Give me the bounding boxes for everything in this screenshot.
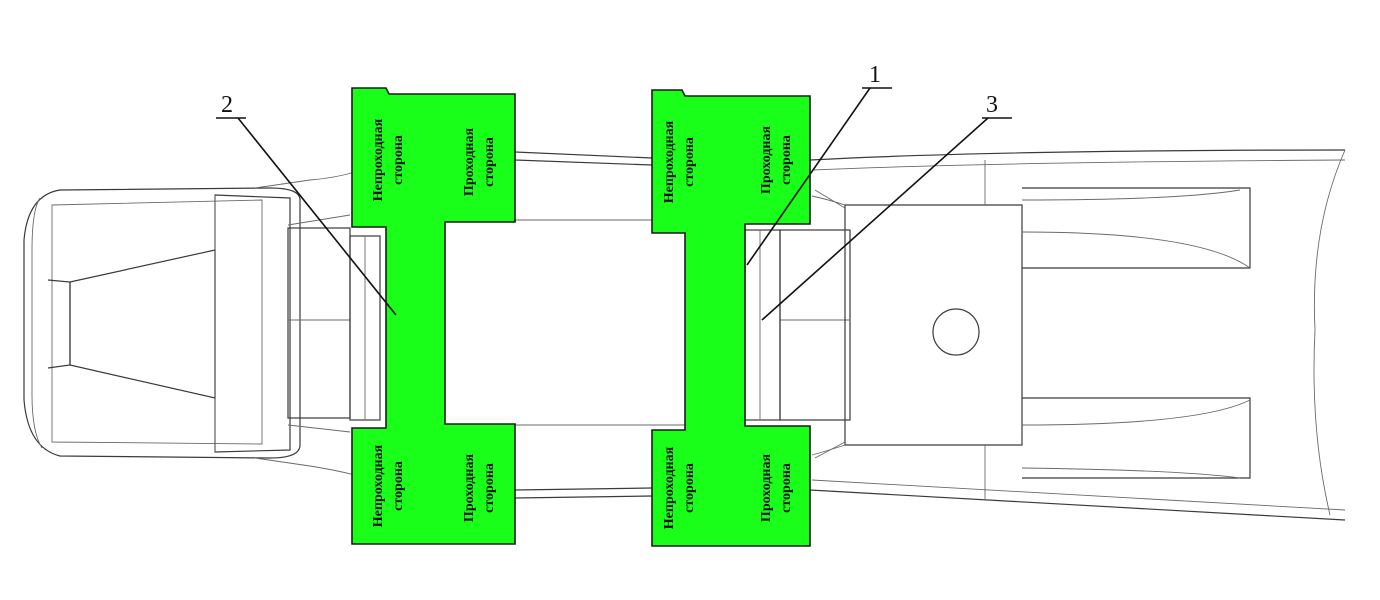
callout-3-leader (761, 117, 989, 321)
right-top-nogo-line1: Непроходная (662, 120, 677, 203)
right-gauge (651, 89, 811, 547)
left-bottom-nogo-line2: сторона (391, 461, 406, 511)
right-top-nogo-line2: сторона (682, 137, 697, 187)
left-bottom-go-line1: Проходная (462, 454, 477, 523)
right-bottom-go-line2: сторона (779, 463, 794, 513)
callout-2-number: 2 (221, 92, 233, 118)
left-top-nogo-line1: Непроходная (371, 118, 386, 201)
right-neck (744, 229, 781, 421)
left-gauge (351, 87, 516, 545)
left-top-nogo-line2: сторона (391, 135, 406, 185)
left-bottom-go-line2: сторона (482, 463, 497, 513)
right-bottom-go-line1: Проходная (759, 454, 774, 523)
left-top-go-line2: сторона (482, 137, 497, 187)
right-top-go-line2: сторона (779, 135, 794, 185)
shank (445, 151, 685, 499)
right-bottom-nogo-line1: Непроходная (662, 446, 677, 529)
callout-3-number: 3 (986, 92, 998, 118)
callout-1-leader (746, 87, 871, 266)
left-bottom-nogo-line1: Непроходная (371, 444, 386, 527)
callout-1: 1 (746, 62, 892, 266)
right-top-go-line1: Проходная (759, 126, 774, 195)
callout-1-number: 1 (869, 62, 881, 88)
right-body (779, 149, 1346, 521)
callout-3: 3 (761, 92, 1012, 321)
callout-2-leader (237, 117, 397, 316)
callout-2: 2 (216, 92, 397, 316)
left-handle (23, 171, 356, 476)
left-top-go-line1: Проходная (462, 128, 477, 197)
left-neck (287, 214, 381, 433)
right-bottom-nogo-line2: сторона (682, 463, 697, 513)
